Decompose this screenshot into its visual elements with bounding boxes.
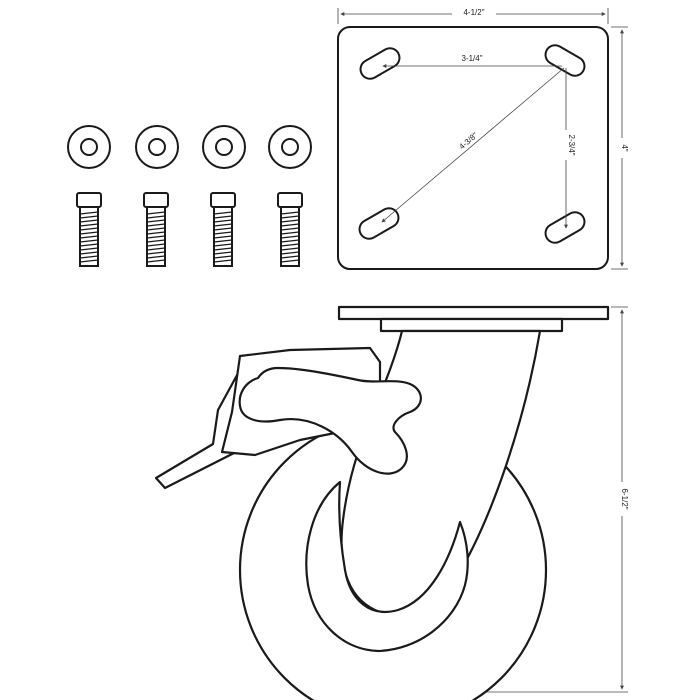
thread-line	[146, 219, 166, 223]
thread-line	[213, 239, 233, 243]
thread-line	[213, 219, 233, 223]
washer	[135, 125, 179, 169]
hole-spacing-horizontal-label: 3-1/4"	[461, 54, 482, 63]
thread-line	[213, 211, 233, 215]
thread-line	[146, 247, 166, 251]
plate-height-label: 4"	[620, 144, 629, 151]
thread-line	[146, 243, 166, 247]
thread-line	[146, 259, 166, 263]
thread-line	[280, 259, 300, 263]
thread-line	[146, 227, 166, 231]
overall-height-label: 6-1/2"	[620, 488, 629, 509]
slot-hole	[544, 44, 586, 77]
thread-line	[280, 247, 300, 251]
thread-line	[146, 223, 166, 227]
thread-line	[280, 231, 300, 235]
thread-line	[79, 259, 99, 263]
thread-line	[79, 227, 99, 231]
thread-line	[213, 255, 233, 259]
thread-line	[146, 251, 166, 255]
wheel-hub	[305, 480, 469, 653]
thread-line	[213, 243, 233, 247]
thread-line	[146, 215, 166, 219]
thread-line	[280, 223, 300, 227]
thread-line	[213, 251, 233, 255]
thread-line	[79, 251, 99, 255]
bolt-threads	[79, 211, 300, 263]
brake-arm	[238, 366, 422, 475]
thread-line	[280, 219, 300, 223]
thread-line	[79, 211, 99, 215]
thread-line	[280, 239, 300, 243]
thread-line	[213, 235, 233, 239]
washer	[67, 125, 111, 169]
thread-line	[280, 255, 300, 259]
thread-line	[146, 211, 166, 215]
thread-line	[146, 231, 166, 235]
thread-line	[213, 247, 233, 251]
bolts	[76, 192, 303, 267]
thread-line	[280, 227, 300, 231]
thread-line	[79, 243, 99, 247]
caster-top-plate	[337, 305, 610, 321]
thread-line	[280, 251, 300, 255]
washer	[268, 125, 312, 169]
thread-line	[213, 259, 233, 263]
washer	[202, 125, 246, 169]
thread-line	[79, 255, 99, 259]
thread-line	[79, 235, 99, 239]
thread-line	[146, 255, 166, 259]
thread-line	[213, 227, 233, 231]
thread-line	[146, 239, 166, 243]
thread-line	[280, 243, 300, 247]
thread-line	[79, 215, 99, 219]
thread-line	[280, 235, 300, 239]
thread-line	[280, 211, 300, 215]
thread-line	[79, 231, 99, 235]
thread-line	[79, 239, 99, 243]
caster-side-view	[154, 305, 610, 700]
thread-line	[280, 215, 300, 219]
thread-line	[79, 247, 99, 251]
thread-line	[213, 231, 233, 235]
thread-line	[213, 223, 233, 227]
plate-width-label: 4-1/2"	[463, 8, 484, 17]
thread-line	[146, 235, 166, 239]
hole-spacing-vertical-label: 2-3/4"	[567, 134, 576, 155]
thread-line	[79, 219, 99, 223]
washers	[67, 125, 312, 169]
slot-hole	[359, 47, 401, 80]
thread-line	[213, 215, 233, 219]
swivel-raceway	[379, 317, 564, 333]
thread-line	[79, 223, 99, 227]
